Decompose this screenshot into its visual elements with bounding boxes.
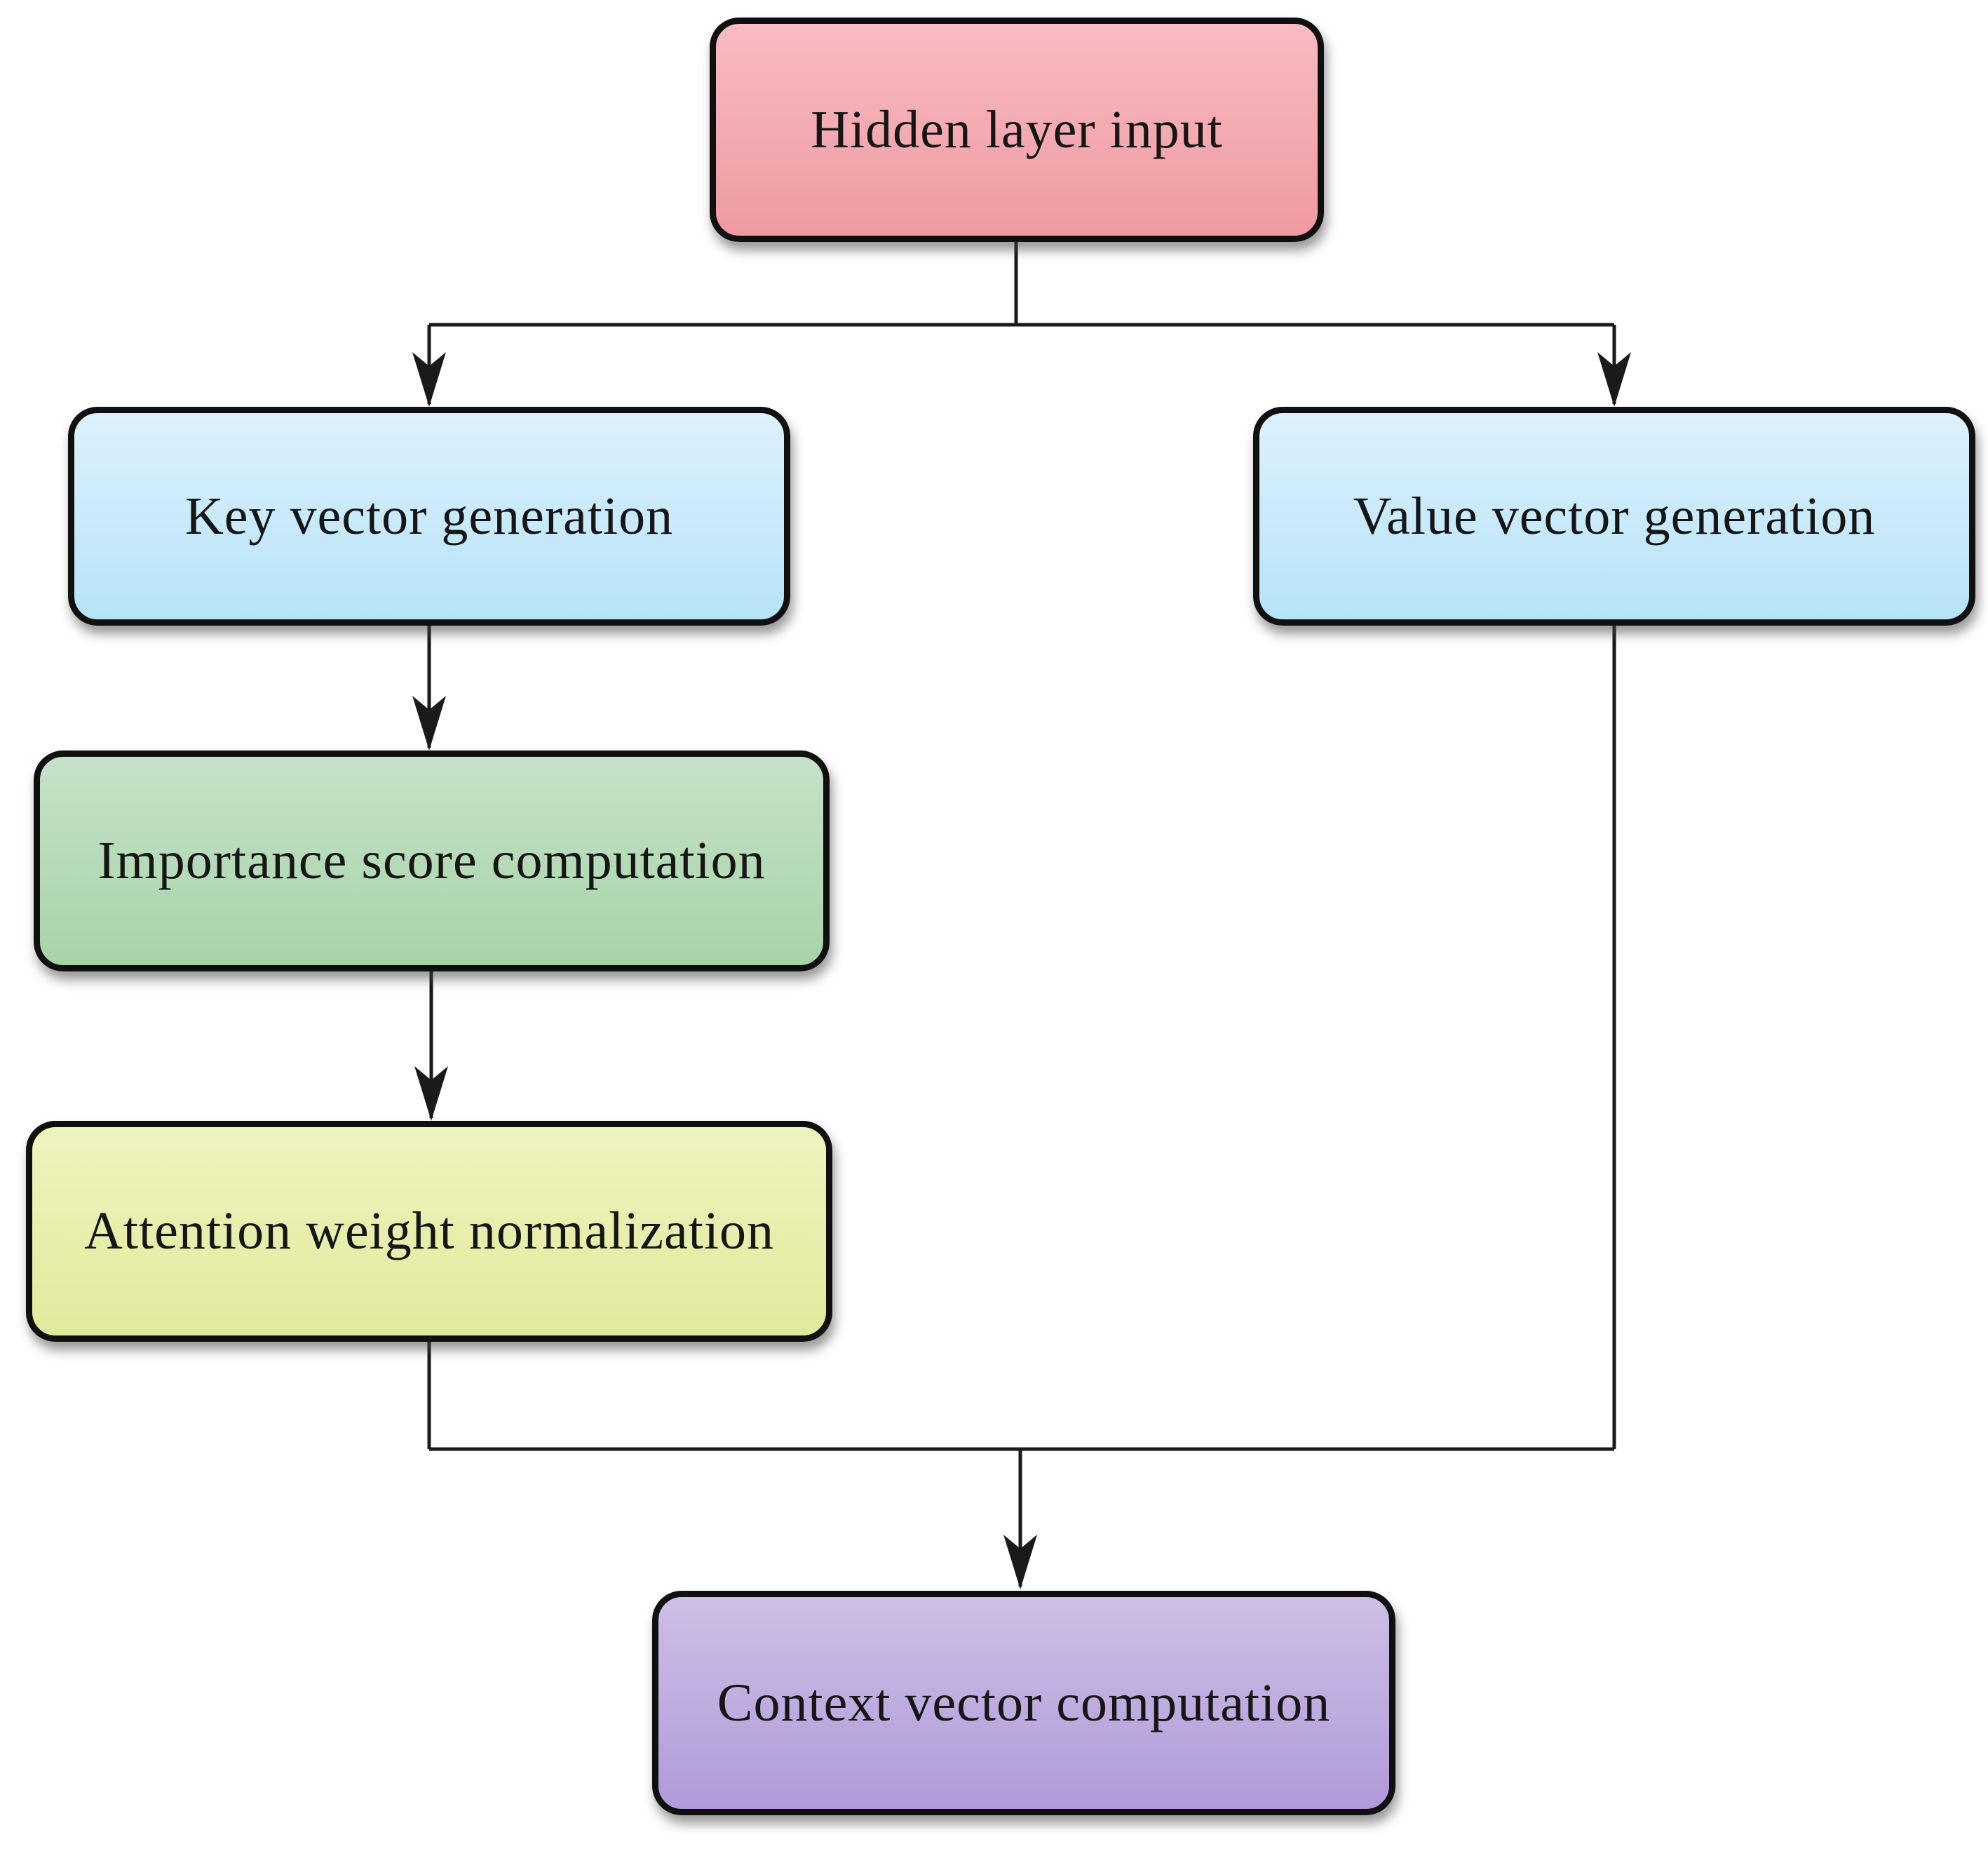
node-value-vector-generation: Value vector generation [1253, 407, 1975, 626]
node-importance-score-computation-label: Importance score computation [97, 831, 766, 890]
node-context-vector-computation-label: Context vector computation [717, 1673, 1331, 1732]
node-key-vector-generation-label: Key vector generation [184, 486, 674, 546]
node-key-vector-generation: Key vector generation [68, 407, 790, 626]
node-hidden-layer-input-label: Hidden layer input [811, 100, 1223, 159]
node-importance-score-computation: Importance score computation [34, 751, 830, 971]
node-value-vector-generation-label: Value vector generation [1353, 486, 1876, 546]
node-attention-weight-normalization: Attention weight normalization [26, 1121, 832, 1342]
node-attention-weight-normalization-label: Attention weight normalization [83, 1202, 774, 1260]
node-hidden-layer-input: Hidden layer input [710, 18, 1324, 242]
node-context-vector-computation: Context vector computation [652, 1591, 1395, 1815]
